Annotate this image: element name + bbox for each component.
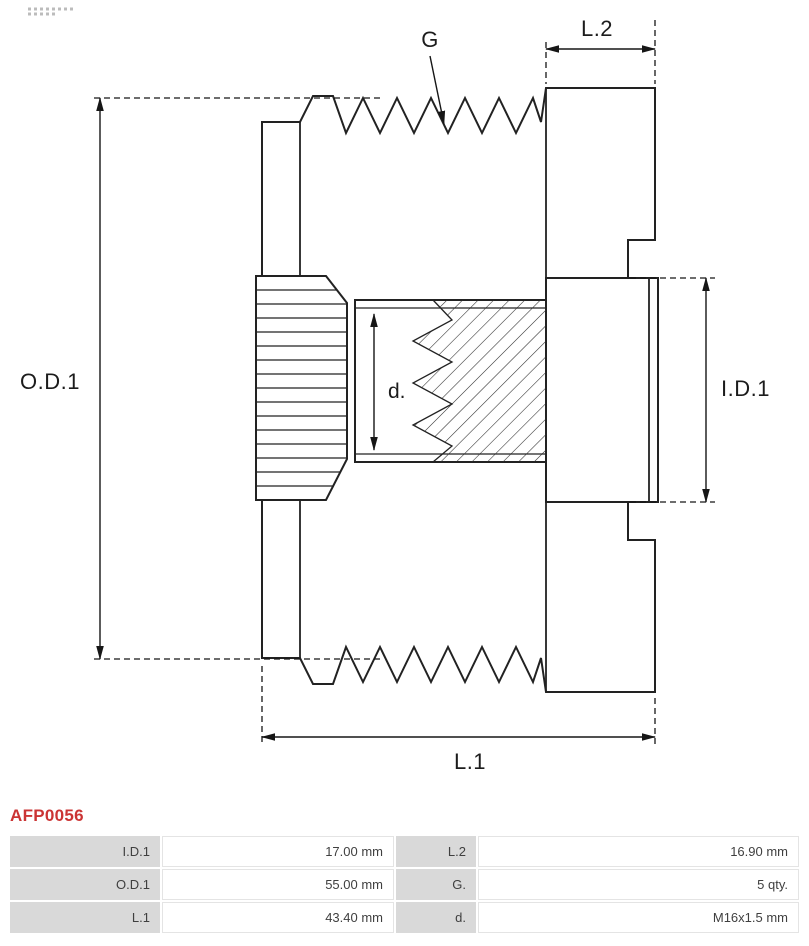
l1-label: L.1	[454, 749, 486, 774]
spec-label-l2: L.2	[396, 836, 476, 867]
spec-value-id1: 17.00 mm	[162, 836, 394, 867]
hub-section	[545, 277, 659, 503]
dimension-id1: I.D.1	[630, 277, 770, 503]
l2-label: L.2	[581, 16, 613, 41]
spec-value-l2: 16.90 mm	[478, 836, 799, 867]
dimension-l1: L.1	[261, 666, 656, 774]
spec-value-od1: 55.00 mm	[162, 869, 394, 900]
clutch-ribbed-section	[255, 275, 348, 501]
cropped-logo-artifact	[28, 7, 76, 16]
spec-label-d: d.	[396, 902, 476, 933]
spec-value-d: M16x1.5 mm	[478, 902, 799, 933]
spec-table: I.D.1 17.00 mm L.2 16.90 mm O.D.1 55.00 …	[8, 834, 801, 935]
spec-label-l1: L.1	[10, 902, 160, 933]
part-number: AFP0056	[10, 806, 84, 825]
bore-diameter-dimension: d.	[370, 313, 406, 451]
spec-row: L.1 43.40 mm d. M16x1.5 mm	[10, 902, 799, 933]
groove-label: G	[421, 27, 439, 52]
bore-diameter-label: d.	[388, 380, 406, 403]
dimension-l2: L.2	[545, 16, 656, 84]
spec-label-od1: O.D.1	[10, 869, 160, 900]
spec-row: I.D.1 17.00 mm L.2 16.90 mm	[10, 836, 799, 867]
threaded-bore-section: d.	[354, 299, 547, 463]
spec-row: O.D.1 55.00 mm G. 5 qty.	[10, 869, 799, 900]
spec-label-g: G.	[396, 869, 476, 900]
thread-hatch	[413, 300, 546, 462]
dimension-od1: O.D.1	[20, 97, 382, 660]
groove-callout: G	[421, 27, 446, 125]
thread-break-line	[411, 299, 454, 463]
web-lines	[299, 88, 547, 692]
technical-drawing: d. O.D.1 I.D.1 L.2 L.	[20, 7, 770, 774]
spec-value-l1: 43.40 mm	[162, 902, 394, 933]
spec-value-g: 5 qty.	[478, 869, 799, 900]
od1-label: O.D.1	[20, 369, 80, 394]
id1-label: I.D.1	[721, 376, 770, 401]
spec-label-id1: I.D.1	[10, 836, 160, 867]
